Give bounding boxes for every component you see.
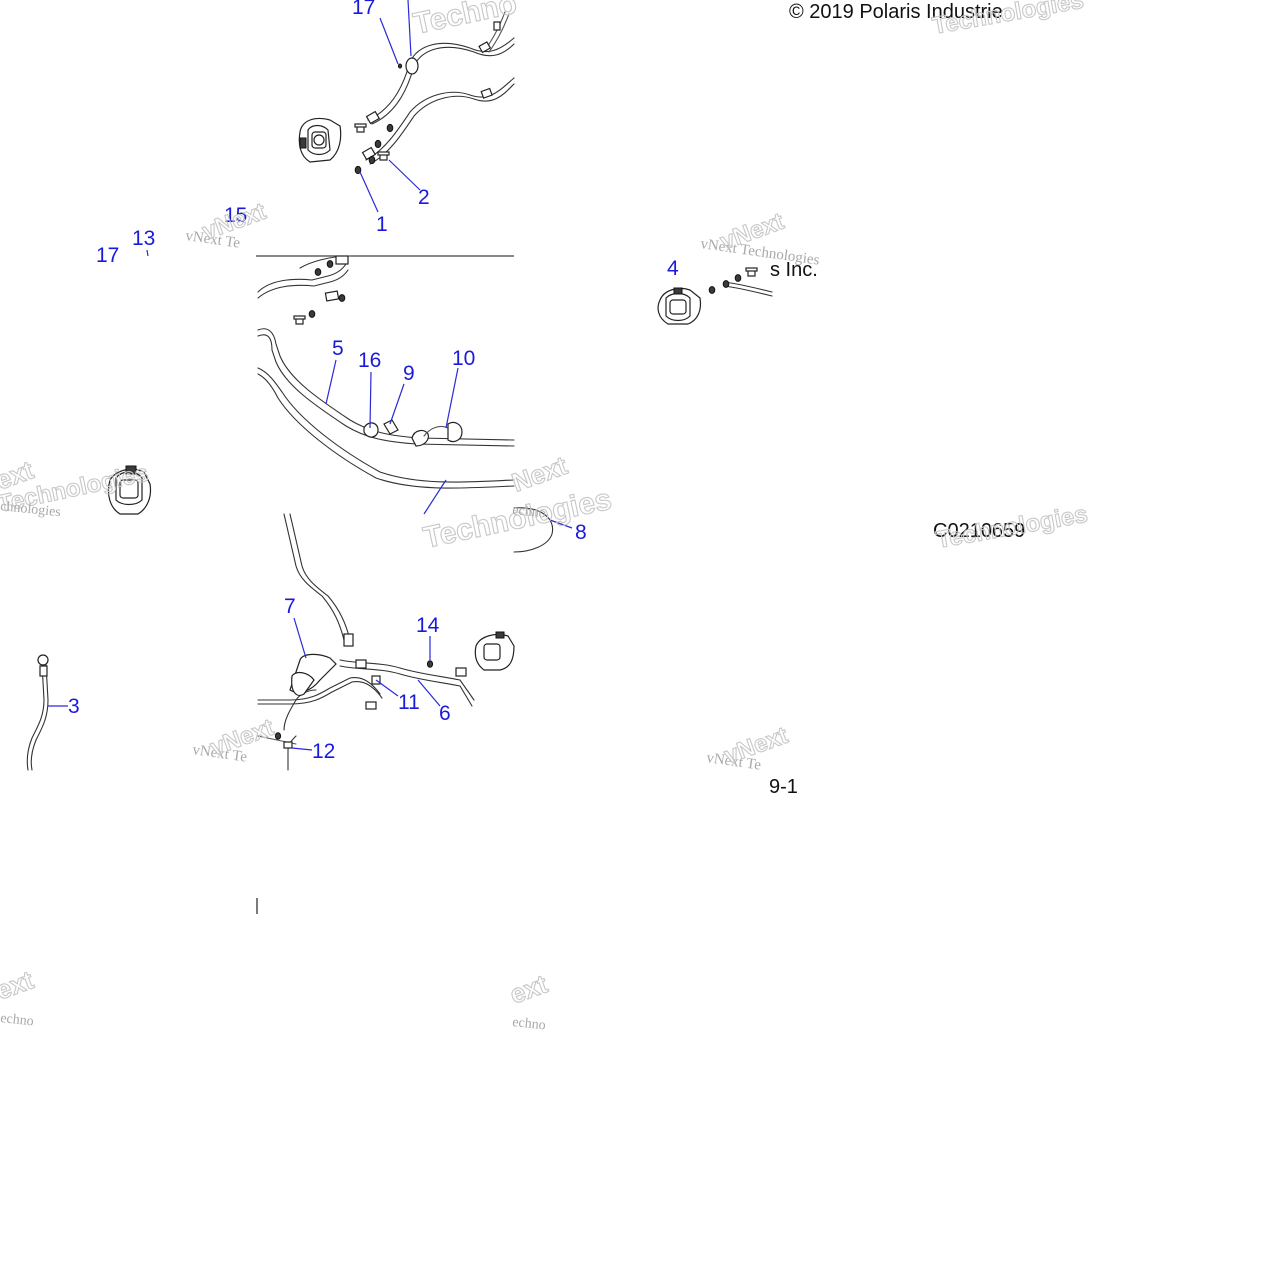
copyright-text: © 2019 Polaris Industrie bbox=[789, 1, 1003, 23]
callout-14: 14 bbox=[416, 614, 440, 637]
watermark-vnext-te-2: vNext Te bbox=[191, 742, 248, 766]
callout-2: 2 bbox=[418, 186, 430, 209]
callout-15: 15 bbox=[224, 204, 247, 227]
callout-8: 8 bbox=[575, 521, 587, 544]
watermark-echno-2: echno bbox=[0, 1011, 34, 1029]
watermark-next-1: Next bbox=[508, 450, 572, 498]
page-ref: 9-1 bbox=[769, 776, 798, 798]
tile-rear-brake-lines: 7 14 11 6 12 vNext Te vNext bbox=[191, 513, 515, 914]
tile-figure-code: C0210659 Technologies bbox=[933, 500, 1090, 554]
watermark-vnext-te-1: vNext Te bbox=[184, 228, 241, 252]
tile-rear-left-caliper: ext Technologies chnologies bbox=[0, 454, 151, 520]
callout-4: 4 bbox=[667, 257, 679, 280]
tile-copyright: © 2019 Polaris Industrie Technologies bbox=[789, 0, 1086, 40]
callout-10: 10 bbox=[452, 347, 475, 370]
tile-main-brake-lines: 5 16 9 10 bbox=[256, 255, 515, 515]
tile-item-8: 8 Next Technologies echno bbox=[420, 450, 615, 556]
watermark-techno: Techno bbox=[411, 0, 520, 41]
callout-13: 13 bbox=[132, 227, 155, 250]
tile-page-ref: vNext Te vNext 9-1 bbox=[705, 721, 798, 798]
copyright-fragment: s Inc. bbox=[770, 259, 818, 281]
callout-17-left: 17 bbox=[96, 244, 119, 267]
tile-bottom-fragments: ext echno ext echno bbox=[0, 964, 552, 1034]
watermark-vnext-te-3: vNext Te bbox=[705, 750, 762, 774]
figure-code: C0210659 bbox=[933, 520, 1025, 542]
watermark-echno-1: echno bbox=[512, 503, 547, 521]
tile-item-3: 3 bbox=[26, 654, 80, 771]
watermark-ext-3: ext bbox=[506, 968, 552, 1009]
callout-9: 9 bbox=[403, 362, 415, 385]
callout-3: 3 bbox=[68, 695, 80, 718]
watermark-ext-2: ext bbox=[0, 964, 38, 1005]
caliper-icon bbox=[298, 117, 342, 163]
caliper-icon bbox=[107, 465, 152, 515]
callout-16: 16 bbox=[358, 349, 381, 372]
callout-12: 12 bbox=[312, 740, 335, 763]
tile-item-4-caliper: 4 s Inc. vNext Technologies vNext bbox=[657, 207, 821, 325]
callout-6: 6 bbox=[439, 702, 451, 725]
tile-left-callouts: 13 15 17 vNext Te vNext bbox=[96, 197, 270, 267]
caliper-icon bbox=[474, 631, 515, 671]
callout-5: 5 bbox=[332, 337, 344, 360]
callout-1: 1 bbox=[376, 213, 388, 236]
watermark-chnologies-1: chnologies bbox=[0, 499, 61, 520]
callout-17-top: 17 bbox=[352, 0, 375, 19]
watermark-technologies-4: Technologies bbox=[934, 501, 1089, 554]
watermark-echno-3: echno bbox=[512, 1015, 547, 1033]
tile-front-brake-lines: 17 2 1 Techno bbox=[298, 0, 520, 236]
callout-11: 11 bbox=[398, 691, 420, 714]
caliper-icon bbox=[657, 287, 702, 325]
callout-7: 7 bbox=[284, 595, 296, 618]
